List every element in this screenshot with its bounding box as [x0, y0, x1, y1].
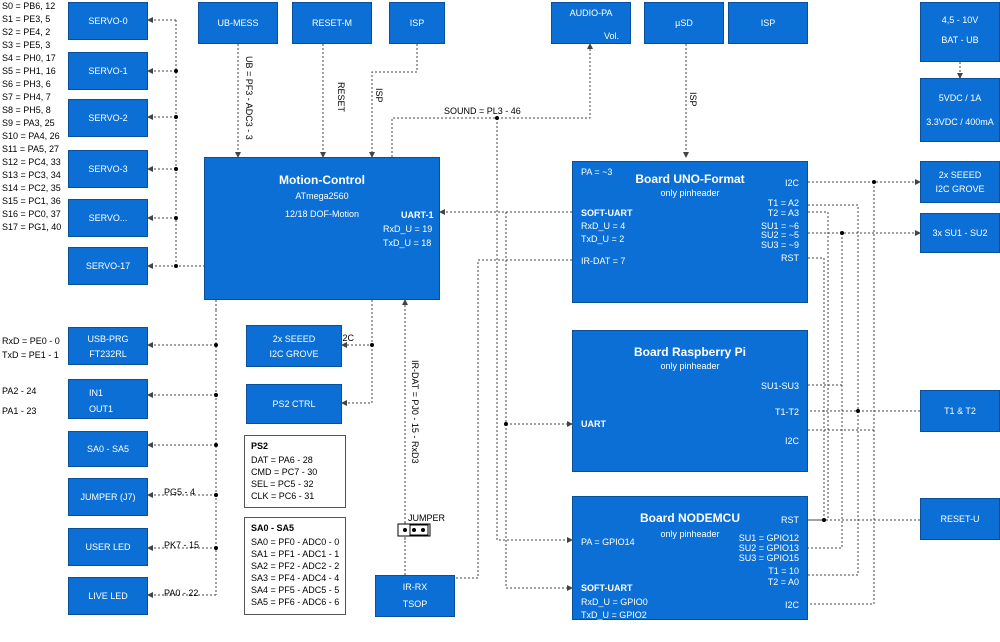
pa0-line-label: PA0 - 22 — [164, 588, 199, 598]
servo-17-box: SERVO-17 — [68, 247, 148, 285]
sa-pin: SA1 = PF1 - ADC1 - 1 — [251, 549, 340, 559]
ps2-pin: SEL = PC5 - 32 — [251, 479, 314, 489]
regulator-box: 5VDC / 1A 3.3VDC / 400mA — [920, 78, 1000, 142]
servo-pin: S8 = PH5, 8 — [2, 105, 51, 115]
audio-pa-box: AUDIO-PA Vol. — [551, 2, 631, 44]
ub-line-label: UB = PF3 - ADC3 - 3 — [244, 56, 254, 140]
servo-pin: S13 = PC3, 34 — [2, 170, 61, 180]
pg5-line-label: PG5 - 4 — [164, 487, 196, 497]
isp-line-label: ISP — [374, 88, 384, 103]
servo-pin: S6 = PH3, 6 — [2, 79, 51, 89]
servo-pin: S9 = PA3, 25 — [2, 118, 55, 128]
servo-0-box: SERVO-0 — [68, 2, 148, 40]
ps2-pin: CLK = PC6 - 31 — [251, 491, 315, 501]
jumper-j7-box: JUMPER (J7) — [68, 478, 148, 516]
txd-pin-label: TxD = PE1 - 1 — [2, 350, 59, 360]
in-out-box: IN1 OUT1 — [68, 379, 148, 419]
sa-pin: SA2 = PF2 - ADC2 - 2 — [251, 561, 340, 571]
sa-pin-panel: SA0 - SA5 SA0 = PF0 - ADC0 - 0 SA1 = PF1… — [244, 517, 346, 615]
usd-box: µSD — [644, 2, 724, 44]
servo-1-box: SERVO-1 — [68, 52, 148, 90]
reset-m-box: RESET-M — [292, 2, 372, 44]
sa-box: SA0 - SA5 — [68, 431, 148, 467]
servo-pin: S3 = PE5, 3 — [2, 40, 51, 50]
servo-more-box: SERVO... — [68, 199, 148, 237]
i2c-line-label: I2C — [340, 333, 355, 343]
servo-3-box: SERVO-3 — [68, 150, 148, 188]
seeed-grove-mid-box: 2x SEEED I2C GROVE — [246, 325, 342, 367]
motion-control-box: Motion-Control ATmega2560 12/18 DOF-Moti… — [204, 157, 440, 300]
live-led-box: LIVE LED — [68, 577, 148, 615]
board-nodemcu-box: Board NODEMCU only pinheader PA = GPIO14… — [572, 496, 808, 620]
servo-pin: S11 = PA5, 27 — [2, 144, 59, 154]
servo-pin: S14 = PC2, 35 — [2, 183, 61, 193]
isp-sd-line-label: ISP — [688, 92, 698, 107]
su-right-box: 3x SU1 - SU2 — [920, 213, 1000, 253]
servo-pin: S5 = PH1, 16 — [2, 66, 56, 76]
servo-pin: S12 = PC4, 33 — [2, 157, 61, 167]
usb-prg-box: USB-PRG FT232RL — [68, 327, 148, 365]
servo-pin: S17 = PG1, 40 — [2, 222, 62, 232]
ub-mess-box: UB-MESS — [198, 2, 278, 44]
pa2-pin-label: PA2 - 24 — [2, 386, 37, 396]
ps2-pin-panel: PS2 DAT = PA6 - 28 CMD = PC7 - 30 SEL = … — [244, 435, 346, 508]
servo-pin: S4 = PH0, 17 — [2, 53, 56, 63]
rxd-pin-label: RxD = PE0 - 0 — [2, 336, 60, 346]
servo-pin: S1 = PE3, 5 — [2, 14, 51, 24]
servo-pin: S2 = PE4, 2 — [2, 27, 51, 37]
seeed-grove-right-box: 2x SEEED I2C GROVE — [920, 161, 1000, 203]
isp-box: ISP — [389, 2, 445, 44]
servo-pin: S0 = PB6, 12 — [2, 1, 56, 11]
servo-pin: S10 = PA4, 26 — [2, 131, 60, 141]
board-uno-box: Board UNO-Format only pinheader PA = ~3 … — [572, 161, 808, 303]
irdat-line-label: IR-DAT = PJ0 - 15 - RxD3 — [410, 360, 420, 464]
sa-pin: SA3 = PF4 - ADC4 - 4 — [251, 573, 340, 583]
reset-line-label: RESET — [336, 82, 346, 113]
t1-t2-right-box: T1 & T2 — [920, 390, 1000, 432]
sound-line-label: SOUND = PL3 - 46 — [444, 106, 521, 116]
sa-pin: SA4 = PF5 - ADC5 - 5 — [251, 585, 340, 595]
servo-pin: S7 = PH4, 7 — [2, 92, 51, 102]
servo-pin: S15 = PC1, 36 — [2, 196, 61, 206]
ps2-pin: CMD = PC7 - 30 — [251, 467, 318, 477]
servo-pin: S16 = PC0, 37 — [2, 209, 61, 219]
ps2-ctrl-box: PS2 CTRL — [246, 384, 342, 424]
pa1-pin-label: PA1 - 23 — [2, 406, 37, 416]
reset-u-box: RESET-U — [920, 498, 1000, 540]
jumper-header — [397, 523, 431, 537]
sa-pin: SA0 = PF0 - ADC0 - 0 — [251, 537, 340, 547]
isp-sd-box: ISP — [728, 2, 808, 44]
servo-pin-list: S0 = PB6, 12 S1 = PE3, 5 S2 = PE4, 2 S3 … — [2, 1, 61, 235]
jumper-line-label: JUMPER — [408, 513, 446, 523]
ir-rx-box: IR-RX TSOP — [375, 575, 455, 617]
board-rpi-box: Board Raspberry Pi only pinheader UART S… — [572, 330, 808, 472]
pk7-line-label: PK7 - 15 — [164, 540, 200, 550]
ps2-pin: DAT = PA6 - 28 — [251, 455, 313, 465]
user-led-box: USER LED — [68, 528, 148, 566]
servo-2-box: SERVO-2 — [68, 99, 148, 137]
sa-pin: SA5 = PF6 - ADC6 - 6 — [251, 597, 340, 607]
battery-box: 4,5 - 10V BAT - UB — [920, 2, 1000, 62]
